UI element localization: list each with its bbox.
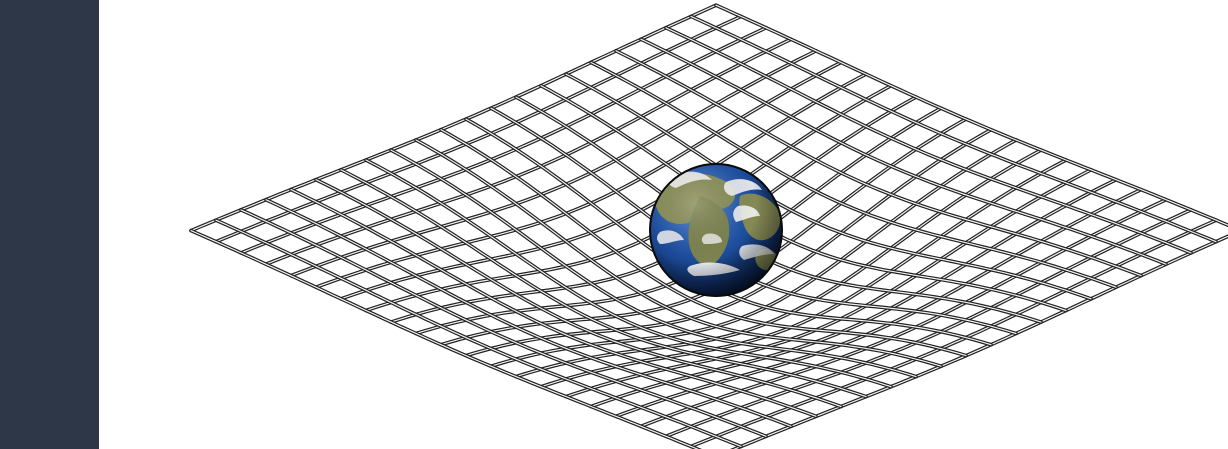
- earth-globe: [650, 164, 782, 296]
